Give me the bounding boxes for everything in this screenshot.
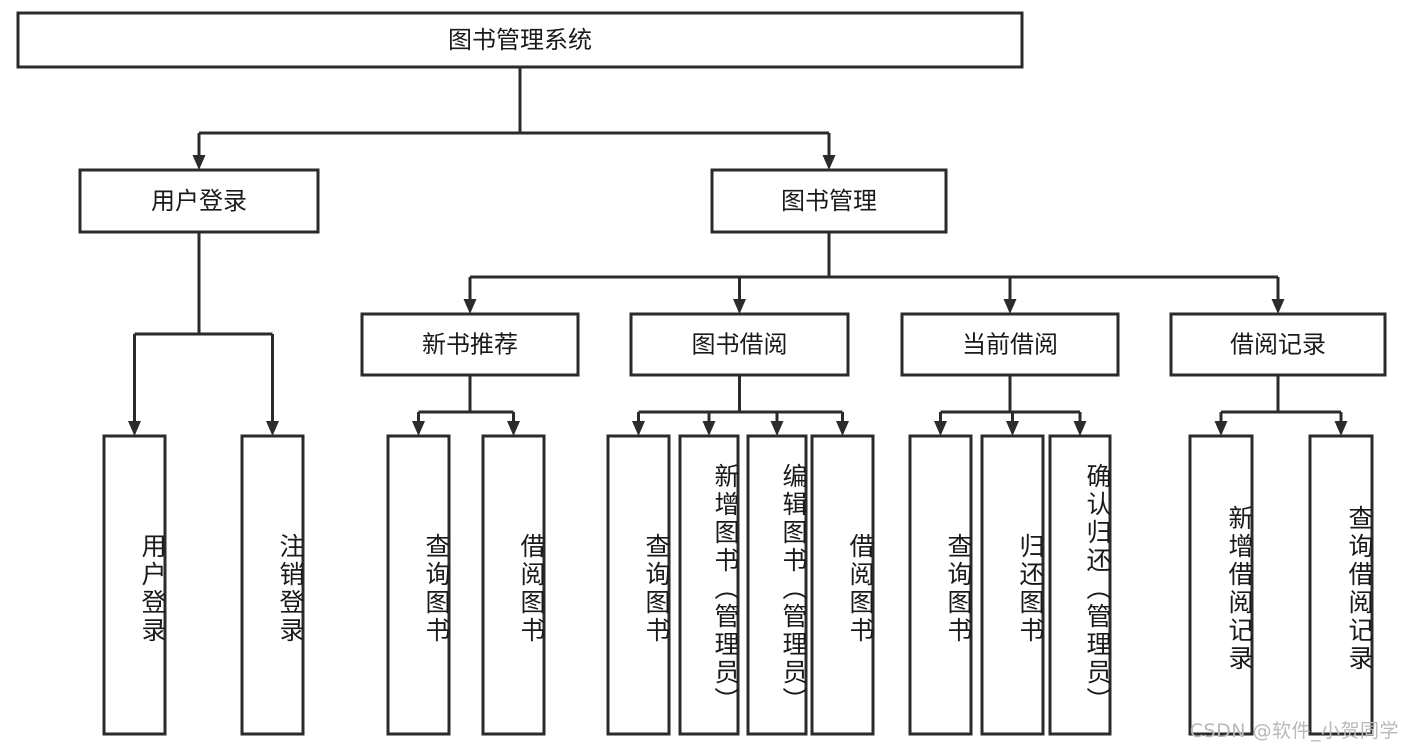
leaf-leaf-rec-query[interactable]	[386, 434, 451, 736]
node-user-login[interactable]	[78, 168, 320, 234]
leaf-leaf-br-add[interactable]	[1188, 434, 1254, 736]
leaf-leaf-bb-borrow[interactable]	[810, 434, 875, 736]
node-root[interactable]	[16, 11, 1024, 69]
arrow-head	[1334, 421, 1348, 436]
arrow-head	[1271, 299, 1285, 314]
leaf-leaf-bb-add[interactable]	[678, 434, 740, 736]
arrow-head	[934, 421, 947, 436]
arrow-head	[770, 421, 784, 436]
arrow-head	[192, 155, 206, 170]
arrow-head	[463, 299, 477, 314]
label-root: 图书管理系统	[448, 26, 592, 54]
leaf-leaf-bb-query[interactable]	[606, 434, 671, 736]
leaf-leaf-cb-return[interactable]	[980, 434, 1045, 736]
arrow-head	[507, 421, 520, 436]
arrow-head	[836, 421, 849, 436]
label-book-borrow: 图书借阅	[692, 331, 788, 359]
leaf-leaf-user-login[interactable]	[102, 434, 167, 736]
arrow-head	[266, 421, 279, 436]
leaf-leaf-bb-edit[interactable]	[746, 434, 808, 736]
arrow-head	[1003, 299, 1017, 314]
watermark-text: CSDN @软件_小贺同学	[1189, 720, 1399, 742]
arrow-head	[1073, 421, 1087, 436]
label-current-borrow: 当前借阅	[962, 331, 1058, 359]
arrow-head	[412, 421, 425, 436]
node-new-book-rec[interactable]	[360, 312, 580, 377]
arrow-head	[1214, 421, 1228, 436]
arrow-head	[632, 421, 645, 436]
leaf-leaf-cb-confirm[interactable]	[1048, 434, 1112, 736]
node-current-borrow[interactable]	[900, 312, 1120, 377]
arrow-head	[822, 155, 836, 170]
label-borrow-record: 借阅记录	[1230, 331, 1326, 359]
leaf-leaf-br-query[interactable]	[1308, 434, 1374, 736]
node-book-borrow[interactable]	[629, 312, 850, 377]
leaf-leaf-cb-query[interactable]	[908, 434, 973, 736]
box-layer	[16, 11, 1387, 736]
leaf-leaf-rec-borrow[interactable]	[481, 434, 546, 736]
label-new-book-rec: 新书推荐	[422, 331, 518, 359]
node-borrow-record[interactable]	[1169, 312, 1387, 377]
arrow-head	[702, 421, 716, 436]
label-book-manage: 图书管理	[781, 187, 877, 215]
leaf-leaf-user-logout[interactable]	[240, 434, 305, 736]
node-book-manage[interactable]	[710, 168, 948, 234]
connector-layer	[128, 67, 1348, 436]
label-user-login: 用户登录	[151, 187, 247, 215]
arrow-head	[128, 421, 141, 436]
arrow-head	[733, 299, 746, 314]
arrow-head	[1006, 421, 1019, 436]
